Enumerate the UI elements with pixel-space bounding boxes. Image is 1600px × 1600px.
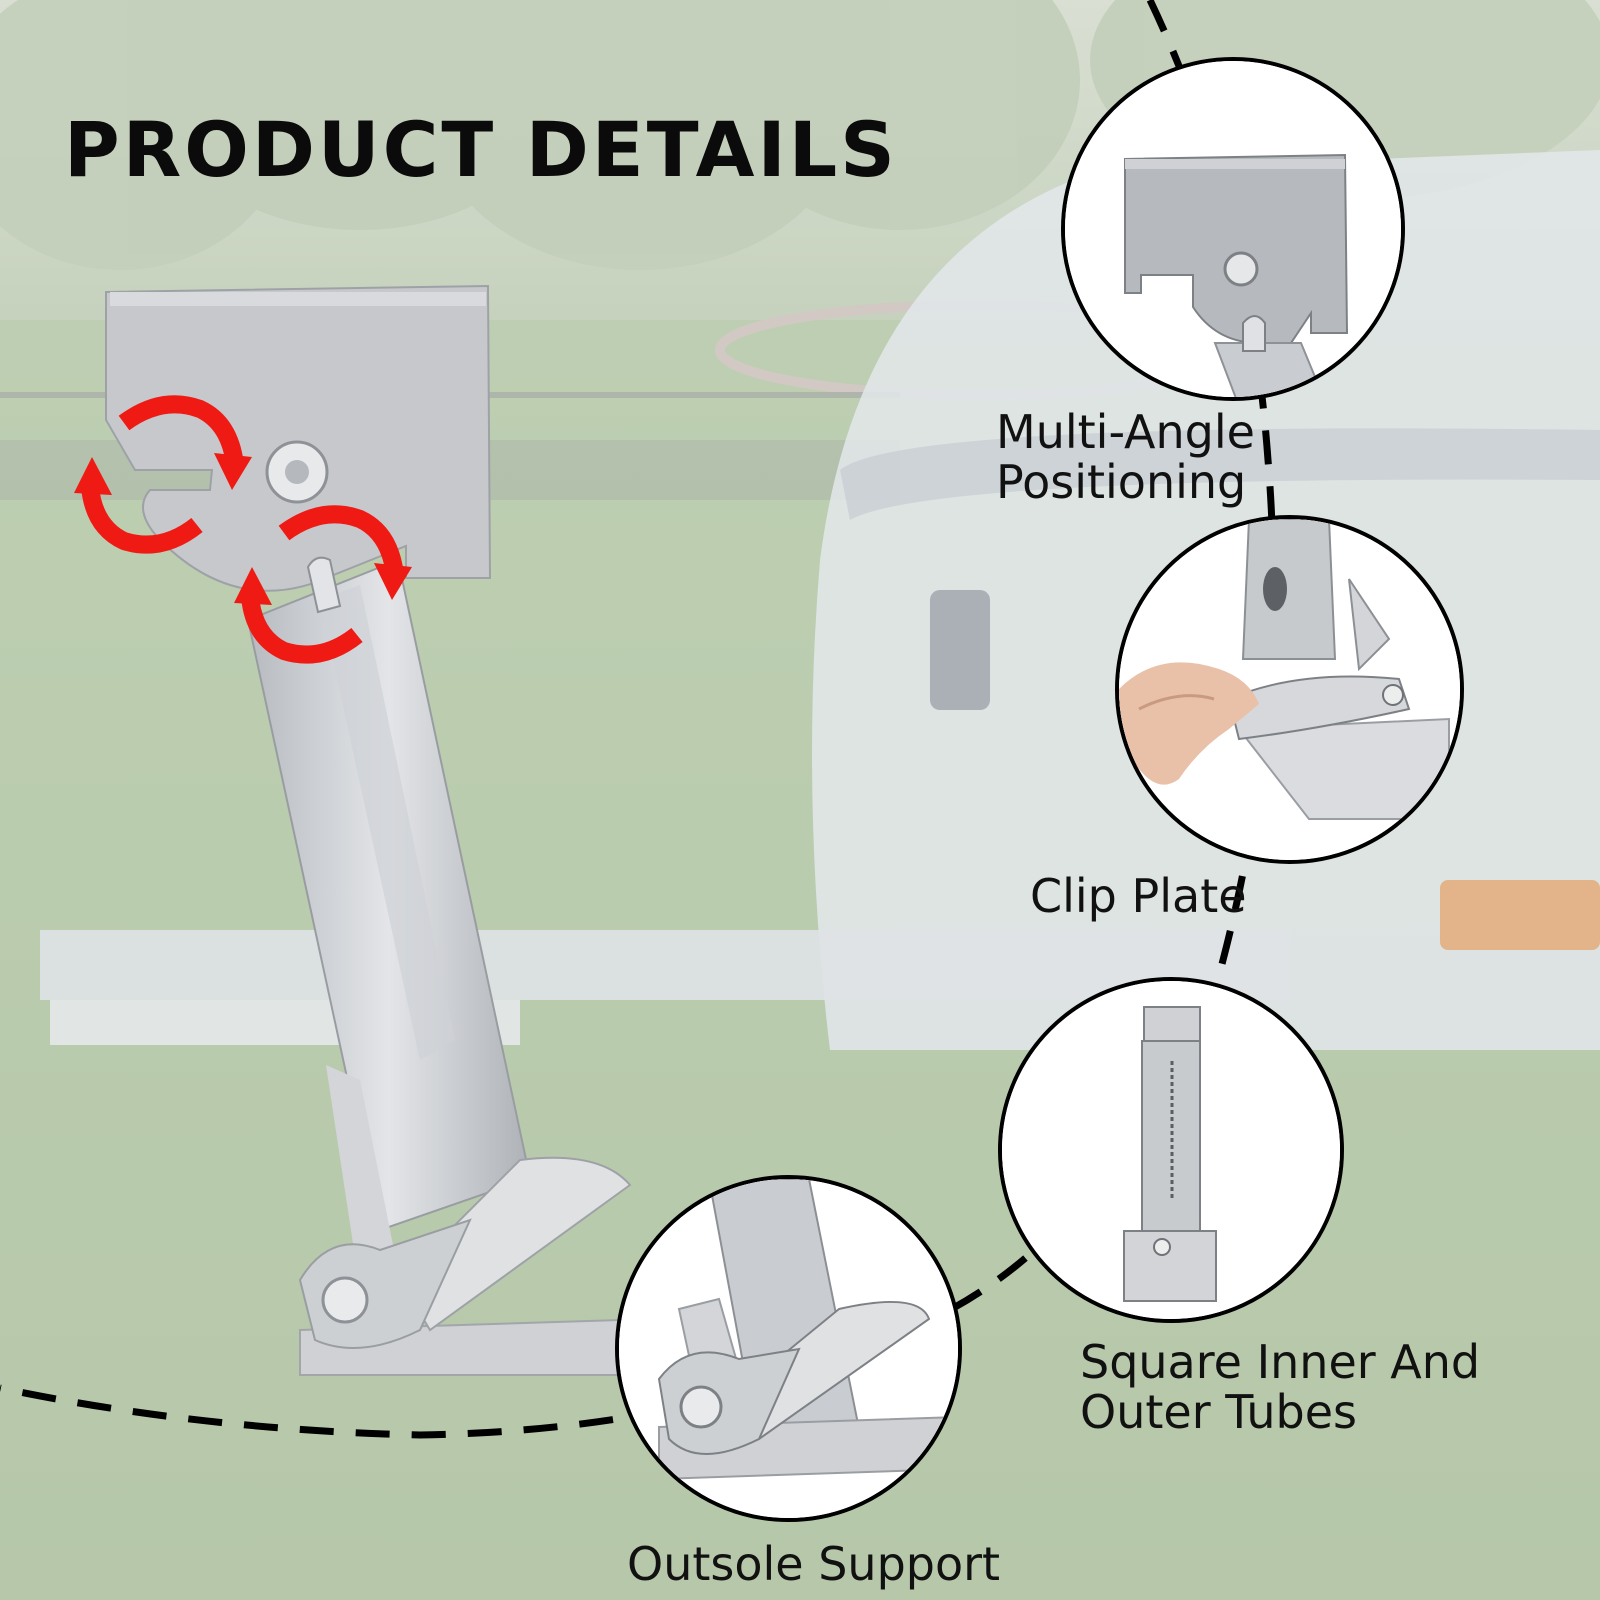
detail-clip-plate-image (1115, 515, 1464, 864)
feature-label-line: Clip Plate (1030, 869, 1247, 923)
feature-label-outsole: Outsole Support (627, 1537, 1001, 1591)
feature-label-line: Outer Tubes (1080, 1384, 1357, 1439)
feature-label-tubes: Square Inner And Outer Tubes (1080, 1335, 1481, 1439)
rotate-arrow-icon (234, 505, 412, 664)
rotate-arrow-icon (74, 395, 252, 554)
detail-outsole-image (615, 1175, 962, 1522)
feature-label-line: Positioning (996, 454, 1247, 509)
feature-label-multi-angle: Multi-Angle Positioning (996, 405, 1255, 509)
page-title: PRODUCT DETAILS (64, 105, 898, 194)
feature-label-line: Multi-Angle (996, 405, 1255, 459)
detail-tubes-image (998, 977, 1344, 1323)
detail-multi-angle-image (1061, 57, 1405, 401)
feature-label-line: Outsole Support (627, 1537, 1001, 1591)
feature-label-clip-plate: Clip Plate (1030, 869, 1247, 923)
feature-label-line: Square Inner And (1080, 1335, 1481, 1389)
